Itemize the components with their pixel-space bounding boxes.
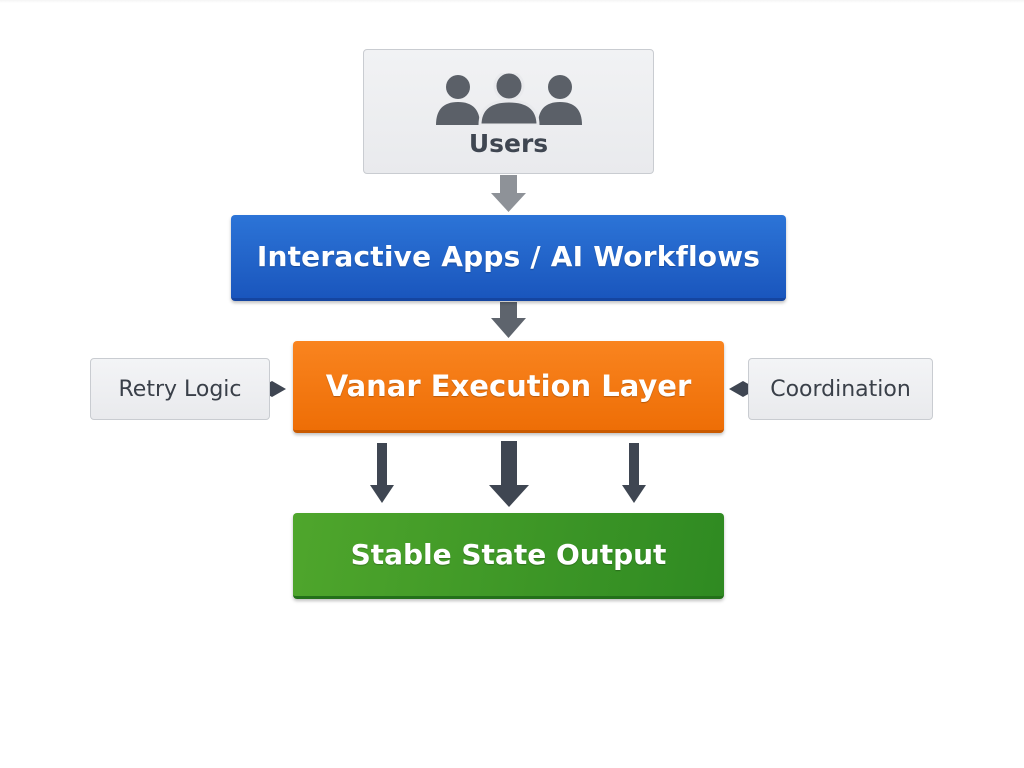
users-node: Users [363,49,654,174]
vanar-execution-layer-node: Vanar Execution Layer [293,341,724,433]
arrow-vanar-to-stable-center [489,441,529,507]
arrow-apps-to-vanar [491,302,526,338]
coordination-label: Coordination [770,376,911,402]
arrow-vanar-to-stable-right [622,443,646,503]
arrow-vanar-to-stable-left [370,443,394,503]
users-label: Users [468,129,549,158]
vanar-execution-layer-label: Vanar Execution Layer [325,368,692,403]
users-group-icon [435,73,582,125]
apps-workflows-label: Interactive Apps / AI Workflows [256,240,761,273]
coordination-node: Coordination [748,358,933,420]
arrow-users-to-apps [491,175,526,212]
retry-logic-node: Retry Logic [90,358,270,420]
apps-workflows-node: Interactive Apps / AI Workflows [231,215,786,301]
retry-logic-label: Retry Logic [118,376,242,402]
stable-state-output-label: Stable State Output [350,538,667,571]
stable-state-output-node: Stable State Output [293,513,724,599]
